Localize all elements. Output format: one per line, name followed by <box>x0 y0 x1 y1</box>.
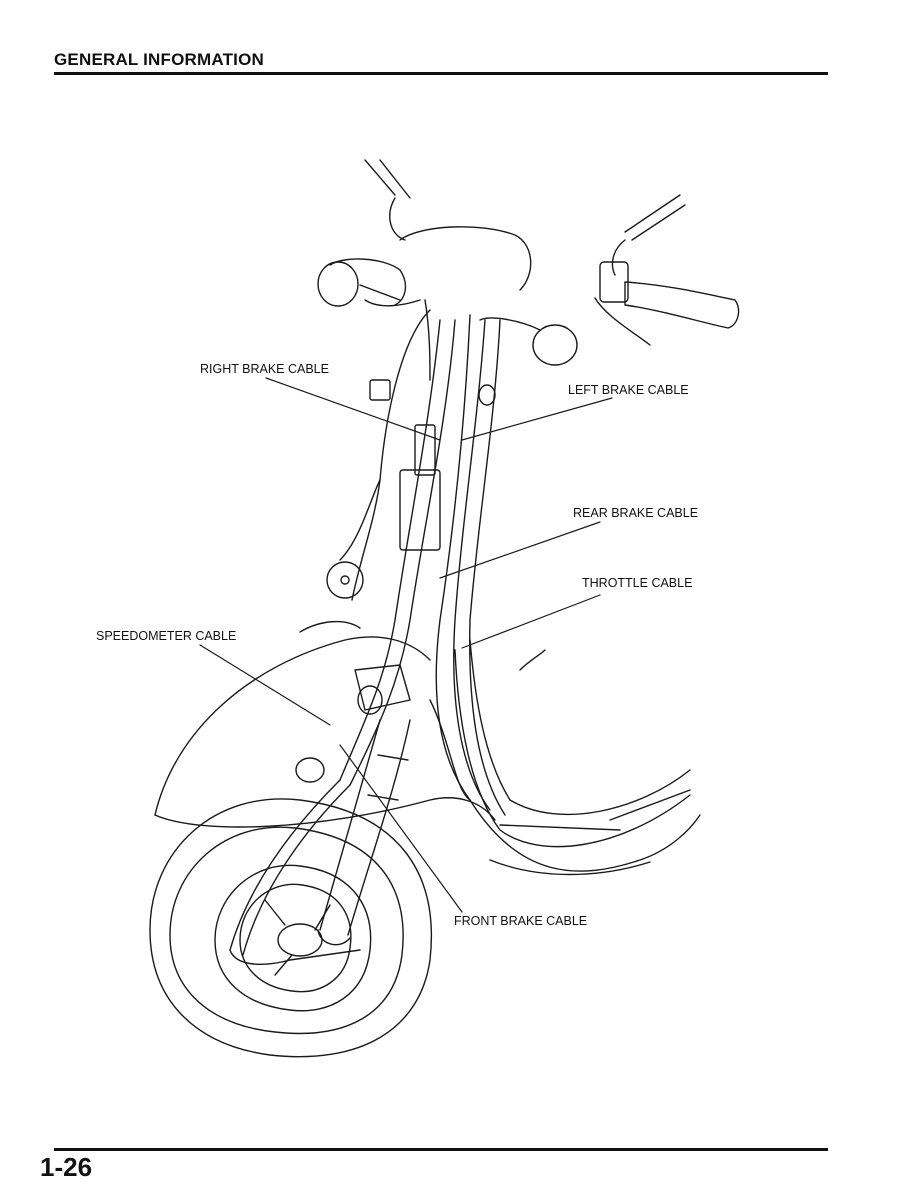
front-fork <box>317 719 411 946</box>
cable-bundle <box>229 309 506 965</box>
leader-lines <box>199 377 613 913</box>
header-rule <box>54 72 828 75</box>
page-number: 1-26 <box>40 1152 93 1182</box>
footer-rule <box>54 1148 828 1151</box>
callout-front-brake-cable: FRONT BRAKE CABLE <box>454 914 588 928</box>
scooter-frame <box>429 639 701 876</box>
callout-speedometer-cable: SPEEDOMETER CABLE <box>96 629 237 643</box>
front-fender <box>154 620 496 828</box>
callout-rear-brake-cable: REAR BRAKE CABLE <box>573 506 699 520</box>
section-header-title: GENERAL INFORMATION <box>54 50 264 69</box>
callout-left-brake-cable: LEFT BRAKE CABLE <box>568 383 689 397</box>
handlebar-assembly <box>317 159 740 381</box>
callout-throttle-cable: THROTTLE CABLE <box>582 576 693 590</box>
front-wheel <box>149 798 432 1058</box>
callout-right-brake-cable: RIGHT BRAKE CABLE <box>200 362 329 376</box>
